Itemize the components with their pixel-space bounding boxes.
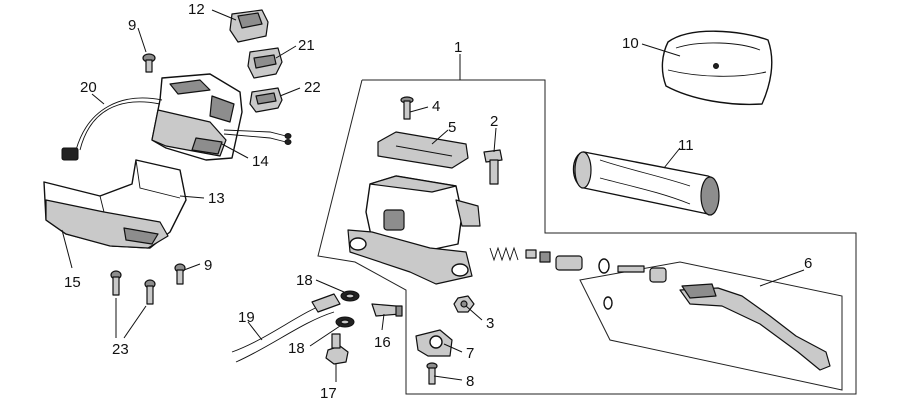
callout-23: 23 xyxy=(112,341,129,358)
callout-4: 4 xyxy=(432,98,440,115)
callout-17: 17 xyxy=(320,385,337,402)
callout-11: 11 xyxy=(678,137,694,154)
callout-13: 13 xyxy=(208,190,225,207)
callout-22: 22 xyxy=(304,79,321,96)
part-12-switch xyxy=(229,9,269,43)
part-13-switch-housing-lower xyxy=(43,159,187,249)
callout-7: 7 xyxy=(466,345,474,362)
part-17-banjo-bolt xyxy=(325,333,349,365)
callout-19: 19 xyxy=(238,309,255,326)
leader-lines xyxy=(61,9,805,382)
part-8-screw xyxy=(426,362,438,385)
part-3-nut xyxy=(453,295,475,313)
part-21-switch xyxy=(247,47,283,79)
callout-20: 20 xyxy=(80,79,97,96)
callout-9-lower: 9 xyxy=(204,257,212,274)
part-10-cover xyxy=(661,30,773,106)
callout-2: 2 xyxy=(490,113,498,130)
part-19-hose xyxy=(231,293,341,363)
callout-9-top: 9 xyxy=(128,17,136,34)
part-23-screws xyxy=(110,270,156,305)
callout-21: 21 xyxy=(298,37,315,54)
piston-kit xyxy=(489,246,667,283)
part-5-cap xyxy=(377,131,469,169)
assembly-frame-6 xyxy=(579,261,843,391)
part-11-grip xyxy=(572,151,720,216)
part-4-screw xyxy=(400,96,414,120)
part-16-bleeder xyxy=(371,303,403,317)
part-9-screw-top xyxy=(142,53,156,73)
part-7-clamp xyxy=(415,329,453,357)
part-2-bolt xyxy=(483,149,503,185)
callout-10: 10 xyxy=(622,35,639,52)
callout-1: 1 xyxy=(454,39,462,56)
part-18-washers xyxy=(335,290,360,328)
callout-5: 5 xyxy=(448,119,456,136)
part-22-switch xyxy=(249,87,283,113)
callout-3: 3 xyxy=(486,315,494,332)
callout-6: 6 xyxy=(804,255,812,272)
callout-labels: 1 2 3 4 5 6 7 8 9 9 10 11 12 13 14 15 16… xyxy=(64,1,812,402)
callout-12: 12 xyxy=(188,1,205,18)
callout-16: 16 xyxy=(374,334,391,351)
callout-18-top: 18 xyxy=(296,272,313,289)
callout-18-lower: 18 xyxy=(288,340,305,357)
callout-15: 15 xyxy=(64,274,81,291)
part-20-wiring xyxy=(61,97,292,161)
part-1-master-cylinder xyxy=(347,175,481,285)
callout-14: 14 xyxy=(252,153,269,170)
part-9-screw-lower xyxy=(174,263,186,285)
part-6-brake-lever xyxy=(603,283,831,371)
assembly-frame-1 xyxy=(317,79,857,395)
callout-8: 8 xyxy=(466,373,474,390)
part-14-switch-housing-upper xyxy=(151,73,243,161)
